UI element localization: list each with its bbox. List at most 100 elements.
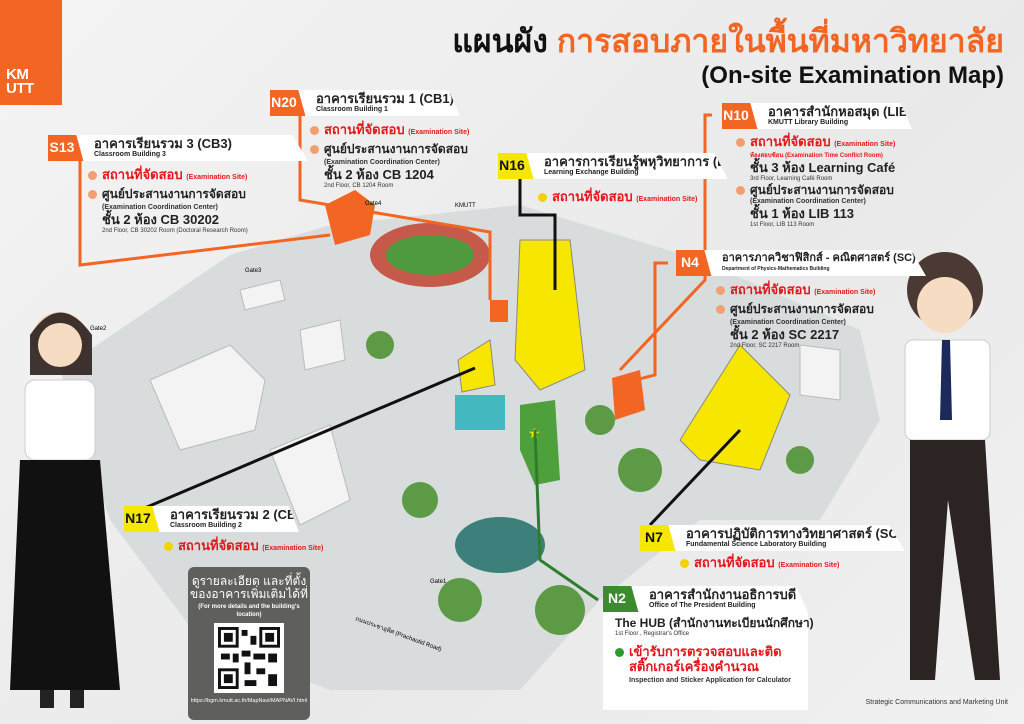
room-en: 2nd Floor, CB 30202 Room (Doctoral Resea… — [102, 228, 248, 234]
bullet-icon — [538, 193, 547, 202]
page-title: แผนผัง การสอบภายในพื้นที่มหาวิทยาลัย — [452, 22, 1004, 60]
exam-site-label: สถานที่จัดสอบ — [694, 555, 775, 570]
exam-site-en: (Examination Site) — [834, 141, 896, 148]
bullet-icon — [88, 171, 97, 180]
building-name-en: KMUTT Library Building — [768, 119, 849, 126]
building-name-th: อาคารปฏิบัติการทางวิทยาศาสตร์ (SCL) — [686, 526, 905, 541]
connector-n10 — [618, 113, 712, 372]
exam-site-en: (Examination Site) — [636, 196, 698, 203]
building-n2 — [520, 400, 560, 485]
bullet-icon — [716, 286, 725, 295]
building-name-en: Classroom Building 1 — [316, 106, 388, 113]
building-n10-n4 — [612, 370, 645, 420]
qr-subheading: (For more details and the building's loc… — [198, 604, 300, 618]
logo-text-1: KM — [6, 66, 29, 83]
building-name-th: อาคารสำนักหอสมุด (LIB) — [768, 104, 912, 119]
hub-info-box — [603, 612, 808, 710]
gate4-label: Gate4 — [365, 201, 382, 207]
qr-url[interactable]: https://bgm.kmutt.ac.th/MapNavi/MAPNAVI.… — [190, 698, 308, 704]
building-s13 — [325, 190, 375, 245]
exam-site-en: (Examination Site) — [814, 289, 876, 296]
connector-n4 — [634, 261, 668, 382]
gate3-label: Gate3 — [245, 268, 262, 274]
callout-n17: N17 อาคารเรียนรวม 2 (CB2)Classroom Build… — [124, 506, 323, 556]
building-name-th: อาคารเรียนรวม 1 (CB1) — [316, 91, 454, 106]
building-name-en: Learning Exchange Building — [544, 169, 639, 176]
room-en: 1st Floor, LIB 113 Room — [750, 222, 815, 228]
gate1-label: Gate1 — [430, 579, 447, 585]
lake — [455, 517, 545, 573]
room-en: 2nd Floor, CB 1204 Room — [324, 183, 394, 189]
trees — [366, 331, 814, 635]
connector-s13 — [78, 150, 331, 267]
coord-center-label: ศูนย์ประสานงานการจัดสอบ — [750, 183, 894, 197]
room-label: ชั้น 2 ห้อง SC 2217 — [730, 327, 840, 342]
callout-n4: N4 อาคารภาควิชาฟิสิกส์ - คณิตศาสตร์ (SC)… — [676, 250, 926, 350]
building-code-tag: N16 — [498, 153, 534, 179]
exam-site-en: (Examination Site) — [408, 129, 470, 136]
bullet-icon — [716, 305, 725, 314]
connector-n16 — [518, 165, 557, 290]
exam-site-label: สถานที่จัดสอบ — [178, 538, 259, 553]
kmutt-sign: KMUTT — [455, 203, 476, 209]
connector-n7 — [648, 428, 742, 527]
qr-info-box: ดูรายละเอียด และที่ตั้ง ของอาคารเพิ่มเติ… — [188, 567, 310, 720]
logo-text-2: UTT — [6, 80, 34, 97]
building-name-th: อาคารภาควิชาฟิสิกส์ - คณิตศาสตร์ (SC) — [722, 252, 916, 264]
building-n16 — [514, 239, 586, 391]
room-label: ชั้น 1 ห้อง LIB 113 — [750, 206, 855, 221]
building-code-tag: N20 — [270, 90, 306, 116]
other-buildings — [149, 279, 841, 526]
building-code-tag: N17 — [124, 506, 160, 532]
bullet-icon — [310, 145, 319, 154]
student-boy-illustration — [904, 252, 1000, 680]
qr-code[interactable] — [214, 623, 284, 693]
hub-en: 1st Floor , Registrar's Office — [615, 631, 690, 637]
coord-center-label: ศูนย์ประสานงานการจัดสอบ — [102, 187, 246, 201]
building-code-tag: N2 — [603, 586, 639, 612]
building-code-tag: N4 — [676, 250, 712, 276]
exam-site-en: (Examination Site) — [186, 174, 248, 181]
exam-site-label: สถานที่จัดสอบ — [750, 134, 831, 149]
calculator-inspection-label: เข้ารับการตรวจสอบและติดสติ๊กเกอร์เครื่อง… — [629, 644, 782, 674]
building-name-en: Fundamental Science Laboratory Building — [686, 541, 827, 548]
calculator-inspection-en: Inspection and Sticker Application for C… — [629, 677, 791, 684]
coord-center-en: (Examination Coordination Center) — [730, 319, 846, 326]
exam-site-en: (Examination Site) — [778, 562, 840, 569]
hub-label: The HUB (สำนักงานทะเบียนนักศึกษา) — [615, 616, 814, 630]
coord-center-label: ศูนย์ประสานงานการจัดสอบ — [324, 142, 468, 156]
coord-center-label: ศูนย์ประสานงานการจัดสอบ — [730, 302, 874, 316]
bullet-icon — [736, 138, 745, 147]
callout-n7: N7 อาคารปฏิบัติการทางวิทยาศาสตร์ (SCL)Fu… — [640, 525, 905, 575]
building-n7 — [679, 344, 791, 471]
building-name-en: Classroom Building 3 — [94, 151, 166, 158]
bullet-icon — [736, 186, 745, 195]
building-code-tag: S13 — [48, 135, 84, 161]
bullet-icon — [310, 126, 319, 135]
room-label: ชั้น 2 ห้อง CB 1204 — [324, 167, 434, 182]
bullet-icon — [680, 559, 689, 568]
room-label: ชั้น 2 ห้อง CB 30202 — [102, 212, 220, 227]
qr-heading-2: ของอาคารเพิ่มเติมได้ที่ — [190, 587, 308, 601]
callout-s13: S13 อาคารเรียนรวม 3 (CB3)Classroom Build… — [48, 135, 308, 235]
coord-center-en: (Examination Coordination Center) — [324, 159, 440, 166]
bullet-icon — [164, 542, 173, 551]
pool — [455, 395, 505, 430]
room-label: ชั้น 3 ห้อง Learning Café — [750, 160, 896, 175]
page-subtitle: (On-site Examination Map) — [701, 62, 1004, 89]
building-name-en: Classroom Building 2 — [170, 522, 242, 529]
bullet-icon — [615, 648, 624, 657]
building-n20 — [490, 300, 508, 322]
connector-n2 — [533, 429, 599, 602]
title-prefix: แผนผัง — [452, 23, 548, 59]
exam-site-label: สถานที่จัดสอบ — [102, 167, 183, 182]
gate2-label: Gate2 — [90, 326, 107, 332]
room-en: 2nd Floor, SC 2217 Room — [730, 343, 800, 349]
exam-site-label: สถานที่จัดสอบ — [552, 189, 633, 204]
building-name-en: Office of The President Building — [649, 602, 756, 609]
callout-n16: N16 อาคารการเรียนรู้พหุวิทยาการ (LX)Lear… — [498, 153, 728, 209]
building-code-tag: N10 — [722, 103, 758, 129]
title-highlight: การสอบภายในพื้นที่มหาวิทยาลัย — [556, 23, 1004, 59]
callout-n2: N2 อาคารสำนักงานอธิการบดีOffice of The P… — [603, 586, 814, 685]
